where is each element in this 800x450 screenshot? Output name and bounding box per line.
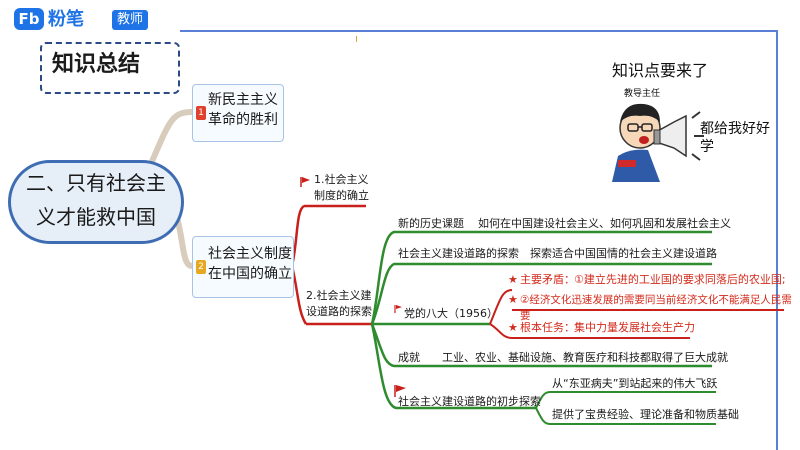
branch-2-line-1: 社会主义制度 (208, 246, 292, 262)
row-1-value: 如何在中国建设社会主义、如何巩固和发展社会主义 (478, 217, 731, 230)
row-5-value-2: 提供了宝贵经验、理论准备和物质基础 (552, 408, 739, 421)
teacher-cartoon-icon (612, 103, 704, 182)
row-1-label: 新的历史课题 (398, 217, 464, 230)
branch-2-label: 社会主义制度 在中国的确立 (208, 244, 292, 284)
logo-mark: Fb (18, 10, 40, 28)
row-5-value-1: 从“东亚病夫”到站起来的伟大飞跃 (552, 377, 718, 390)
sub-node-2-label: 2.社会主义建 设道路的探索 (306, 288, 372, 320)
row-4-label: 成就 (398, 351, 420, 364)
branch-1-line-2: 革命的胜利 (208, 112, 278, 128)
branch-1-line-1: 新民主主义 (208, 92, 278, 108)
sub-node-2-line-1: 2.社会主义建 (306, 289, 372, 302)
sub-node-1-label: 1.社会主义 制度的确立 (314, 172, 369, 204)
task-label: 根本任务： (520, 321, 575, 334)
row-4-value: 工业、农业、基础设施、教育医疗和科技都取得了巨大成就 (442, 351, 728, 364)
task-value: 集中力量发展社会生产力 (574, 321, 695, 334)
contradiction-label: 主要矛盾： (520, 273, 575, 286)
root-line-2: 义才能救中国 (36, 205, 156, 229)
root-node-label: 二、只有社会主 义才能救中国 (8, 166, 184, 234)
star-icon: ★ (508, 273, 518, 286)
speech-top: 知识点要来了 (612, 61, 709, 80)
logo-badge: 教师 (112, 10, 149, 30)
section-title-box (40, 42, 180, 94)
small-tick-mark (356, 36, 357, 42)
branch-1-number: 1 (196, 106, 206, 120)
root-node (8, 160, 184, 244)
branch-2-node (192, 236, 294, 298)
section-title: 知识总结 (52, 52, 141, 77)
branch-1-node (192, 84, 284, 142)
right-frame-line (776, 30, 778, 450)
logo-text: 粉笔 (48, 9, 84, 30)
flag-icon (300, 177, 310, 187)
sub-node-1-line-2: 制度的确立 (314, 189, 369, 202)
sub-node-2-line-2: 设道路的探索 (306, 305, 372, 318)
armband-label: 教导主任 (624, 89, 661, 99)
root-line-1: 二、只有社会主 (26, 171, 166, 195)
row-2-value: 探索适合中国国情的社会主义建设道路 (530, 247, 717, 260)
row-2-label: 社会主义建设道路的探索 (398, 247, 519, 260)
branch-2-line-2: 在中国的确立 (208, 266, 292, 282)
contradiction-2: ②经济文化迅速发展的需要同当前经济文化不能满足人民需要 (520, 294, 792, 322)
contradiction-1: ①建立先进的工业国的要求同落后的农业国; (574, 273, 786, 286)
speech-side: 都给我好好学 (700, 121, 770, 155)
flag-icon (394, 305, 402, 313)
branch-2-number: 2 (196, 260, 206, 274)
branch-1-label: 新民主主义 革命的胜利 (208, 90, 278, 130)
flag-icon (394, 385, 406, 397)
star-icon: ★ (508, 321, 518, 334)
row-3-label: 党的八大（1956） (404, 307, 498, 320)
star-icon: ★ (508, 293, 518, 306)
row-5-label: 社会主义建设道路的初步探索 (398, 395, 541, 408)
logo-box (14, 8, 44, 30)
sub-node-1-line-1: 1.社会主义 (314, 173, 369, 186)
top-frame-line (180, 30, 778, 32)
